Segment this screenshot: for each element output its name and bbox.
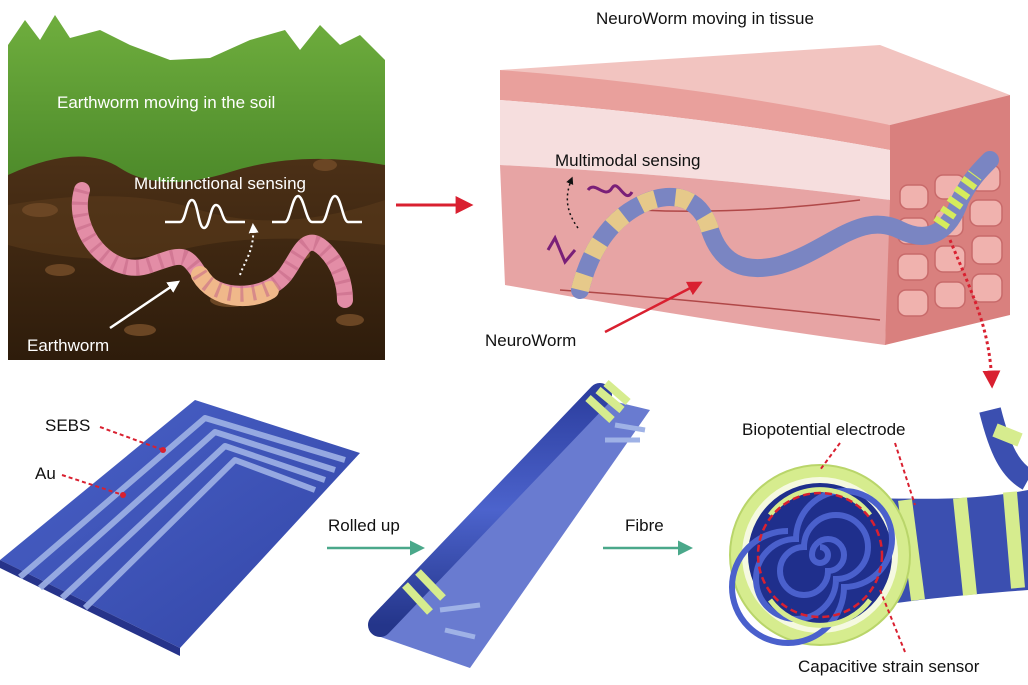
earthworm-pointer (109, 280, 181, 330)
au-label: Au (35, 464, 56, 483)
tissue-dermis (500, 100, 890, 200)
grass-layer (8, 15, 385, 183)
rolling-traces (439, 422, 646, 640)
multimodal-signal-coil (586, 184, 634, 197)
fibre-bands (898, 423, 1025, 601)
sensing-wave-right (272, 194, 362, 224)
spiral-layers (729, 488, 895, 646)
tissue-panel-title: NeuroWorm moving in tissue (596, 9, 814, 28)
rolling-sheet (368, 379, 650, 668)
neuroworm-pointer (604, 281, 703, 334)
au-pointer-dot (120, 492, 126, 498)
fibre-cross-section: Biopotential electrode Capacitive strain… (729, 407, 1028, 676)
tissue-subcutaneous (500, 165, 890, 345)
earthworm-stripes (71, 187, 353, 302)
tissue-fibre-lines (559, 199, 881, 321)
fibre-tail (979, 407, 1028, 490)
capacitive-strain-sensor-label: Capacitive strain sensor (798, 657, 980, 676)
sebs-label: SEBS (45, 416, 90, 435)
soil-panel-title: Earthworm moving in the soil (57, 93, 275, 112)
rolling-electrode-bands (402, 379, 631, 615)
flat-sheet: SEBS Au (0, 400, 360, 656)
strain-sensor-outline (756, 491, 884, 619)
electrode-pointer-2 (894, 442, 916, 506)
tissue-top-face (500, 45, 1010, 125)
au-traces (18, 415, 346, 611)
tissue-epidermis (500, 70, 890, 150)
multimodal-sensing-arrow (566, 176, 579, 229)
earthworm-label: Earthworm (27, 336, 109, 355)
sensing-wave-left (165, 198, 245, 230)
soil-panel: Earthworm moving in the soil Multifuncti… (8, 15, 385, 360)
earthworm-sensing-segment (191, 266, 279, 307)
tissue-panel: NeuroWorm moving in tissue Multimodal se… (485, 9, 1010, 389)
rolled-up-label: Rolled up (328, 516, 400, 535)
zoom-connector-dotted (948, 239, 1001, 389)
sebs-pointer-dot (160, 447, 166, 453)
multimodal-sensing-label: Multimodal sensing (555, 151, 701, 170)
au-pointer (61, 474, 124, 496)
biopotential-electrode-label: Biopotential electrode (742, 420, 906, 439)
neuroworm-tip-segments (933, 170, 982, 230)
neuroworm-body (571, 151, 999, 299)
rolled-tube (368, 383, 612, 637)
fibre-label: Fibre (625, 516, 664, 535)
rolling-substrate (375, 398, 650, 668)
multimodal-signal-step (546, 234, 577, 265)
multifunctional-sensing-label: Multifunctional sensing (134, 174, 306, 193)
sensing-arrow-dotted (239, 223, 259, 276)
inner-electrode-arcs (767, 487, 873, 628)
electrode-pointer (819, 442, 841, 471)
neuroworm-label: NeuroWorm (485, 331, 576, 350)
